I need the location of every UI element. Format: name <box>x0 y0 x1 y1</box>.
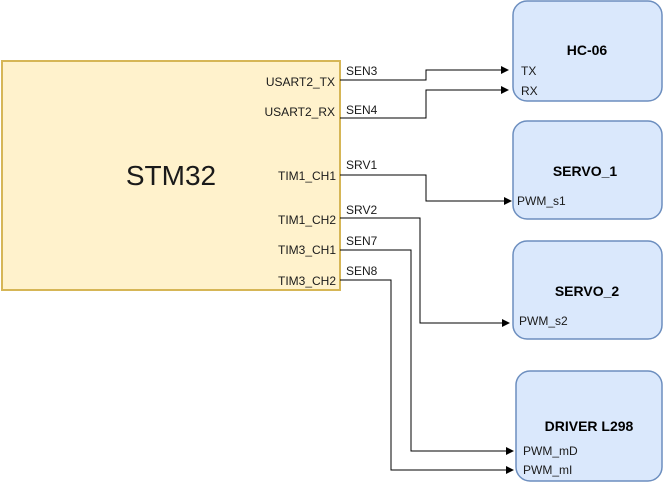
pin-tim3-ch1: TIM3_CH1 <box>278 243 336 257</box>
servo1-pin-pwm: PWM_s1 <box>517 194 566 208</box>
wire-label-sen4: SEN4 <box>346 103 378 117</box>
pin-tim1-ch2: TIM1_CH2 <box>278 213 336 227</box>
wire-sen7 <box>340 249 514 455</box>
servo2-block[interactable] <box>512 240 663 340</box>
wire-label-sen3: SEN3 <box>346 64 378 78</box>
driver-pin-pwm-mi: PWM_mI <box>523 463 572 477</box>
stm32-title: STM32 <box>126 160 216 191</box>
wire-sen8 <box>340 279 514 474</box>
pin-usart2-rx: USART2_RX <box>265 105 335 119</box>
wire-label-srv1: SRV1 <box>346 158 377 172</box>
hc06-title: HC-06 <box>567 42 608 58</box>
wire-sen4 <box>340 86 509 119</box>
driver-title: DRIVER L298 <box>545 418 634 434</box>
stm32-block[interactable] <box>1 60 341 291</box>
pin-tim3-ch2: TIM3_CH2 <box>278 274 336 288</box>
wire-sen3 <box>340 66 509 81</box>
driver-block[interactable] <box>515 370 663 482</box>
wire-srv2 <box>340 217 510 327</box>
hc06-pin-tx: TX <box>521 64 536 78</box>
pin-usart2-tx: USART2_TX <box>266 75 335 89</box>
wire-label-sen7: SEN7 <box>346 234 378 248</box>
driver-pin-pwm-md: PWM_mD <box>523 444 578 458</box>
hc06-pin-rx: RX <box>521 84 538 98</box>
wire-label-srv2: SRV2 <box>346 203 377 217</box>
wire-srv1 <box>340 174 512 205</box>
servo1-title: SERVO_1 <box>553 163 618 179</box>
pin-tim1-ch1: TIM1_CH1 <box>278 169 336 183</box>
servo2-title: SERVO_2 <box>555 283 620 299</box>
wire-label-sen8: SEN8 <box>346 264 378 278</box>
servo2-pin-pwm: PWM_s2 <box>519 314 568 328</box>
servo1-block[interactable] <box>512 120 663 220</box>
hc06-block[interactable] <box>512 0 663 102</box>
